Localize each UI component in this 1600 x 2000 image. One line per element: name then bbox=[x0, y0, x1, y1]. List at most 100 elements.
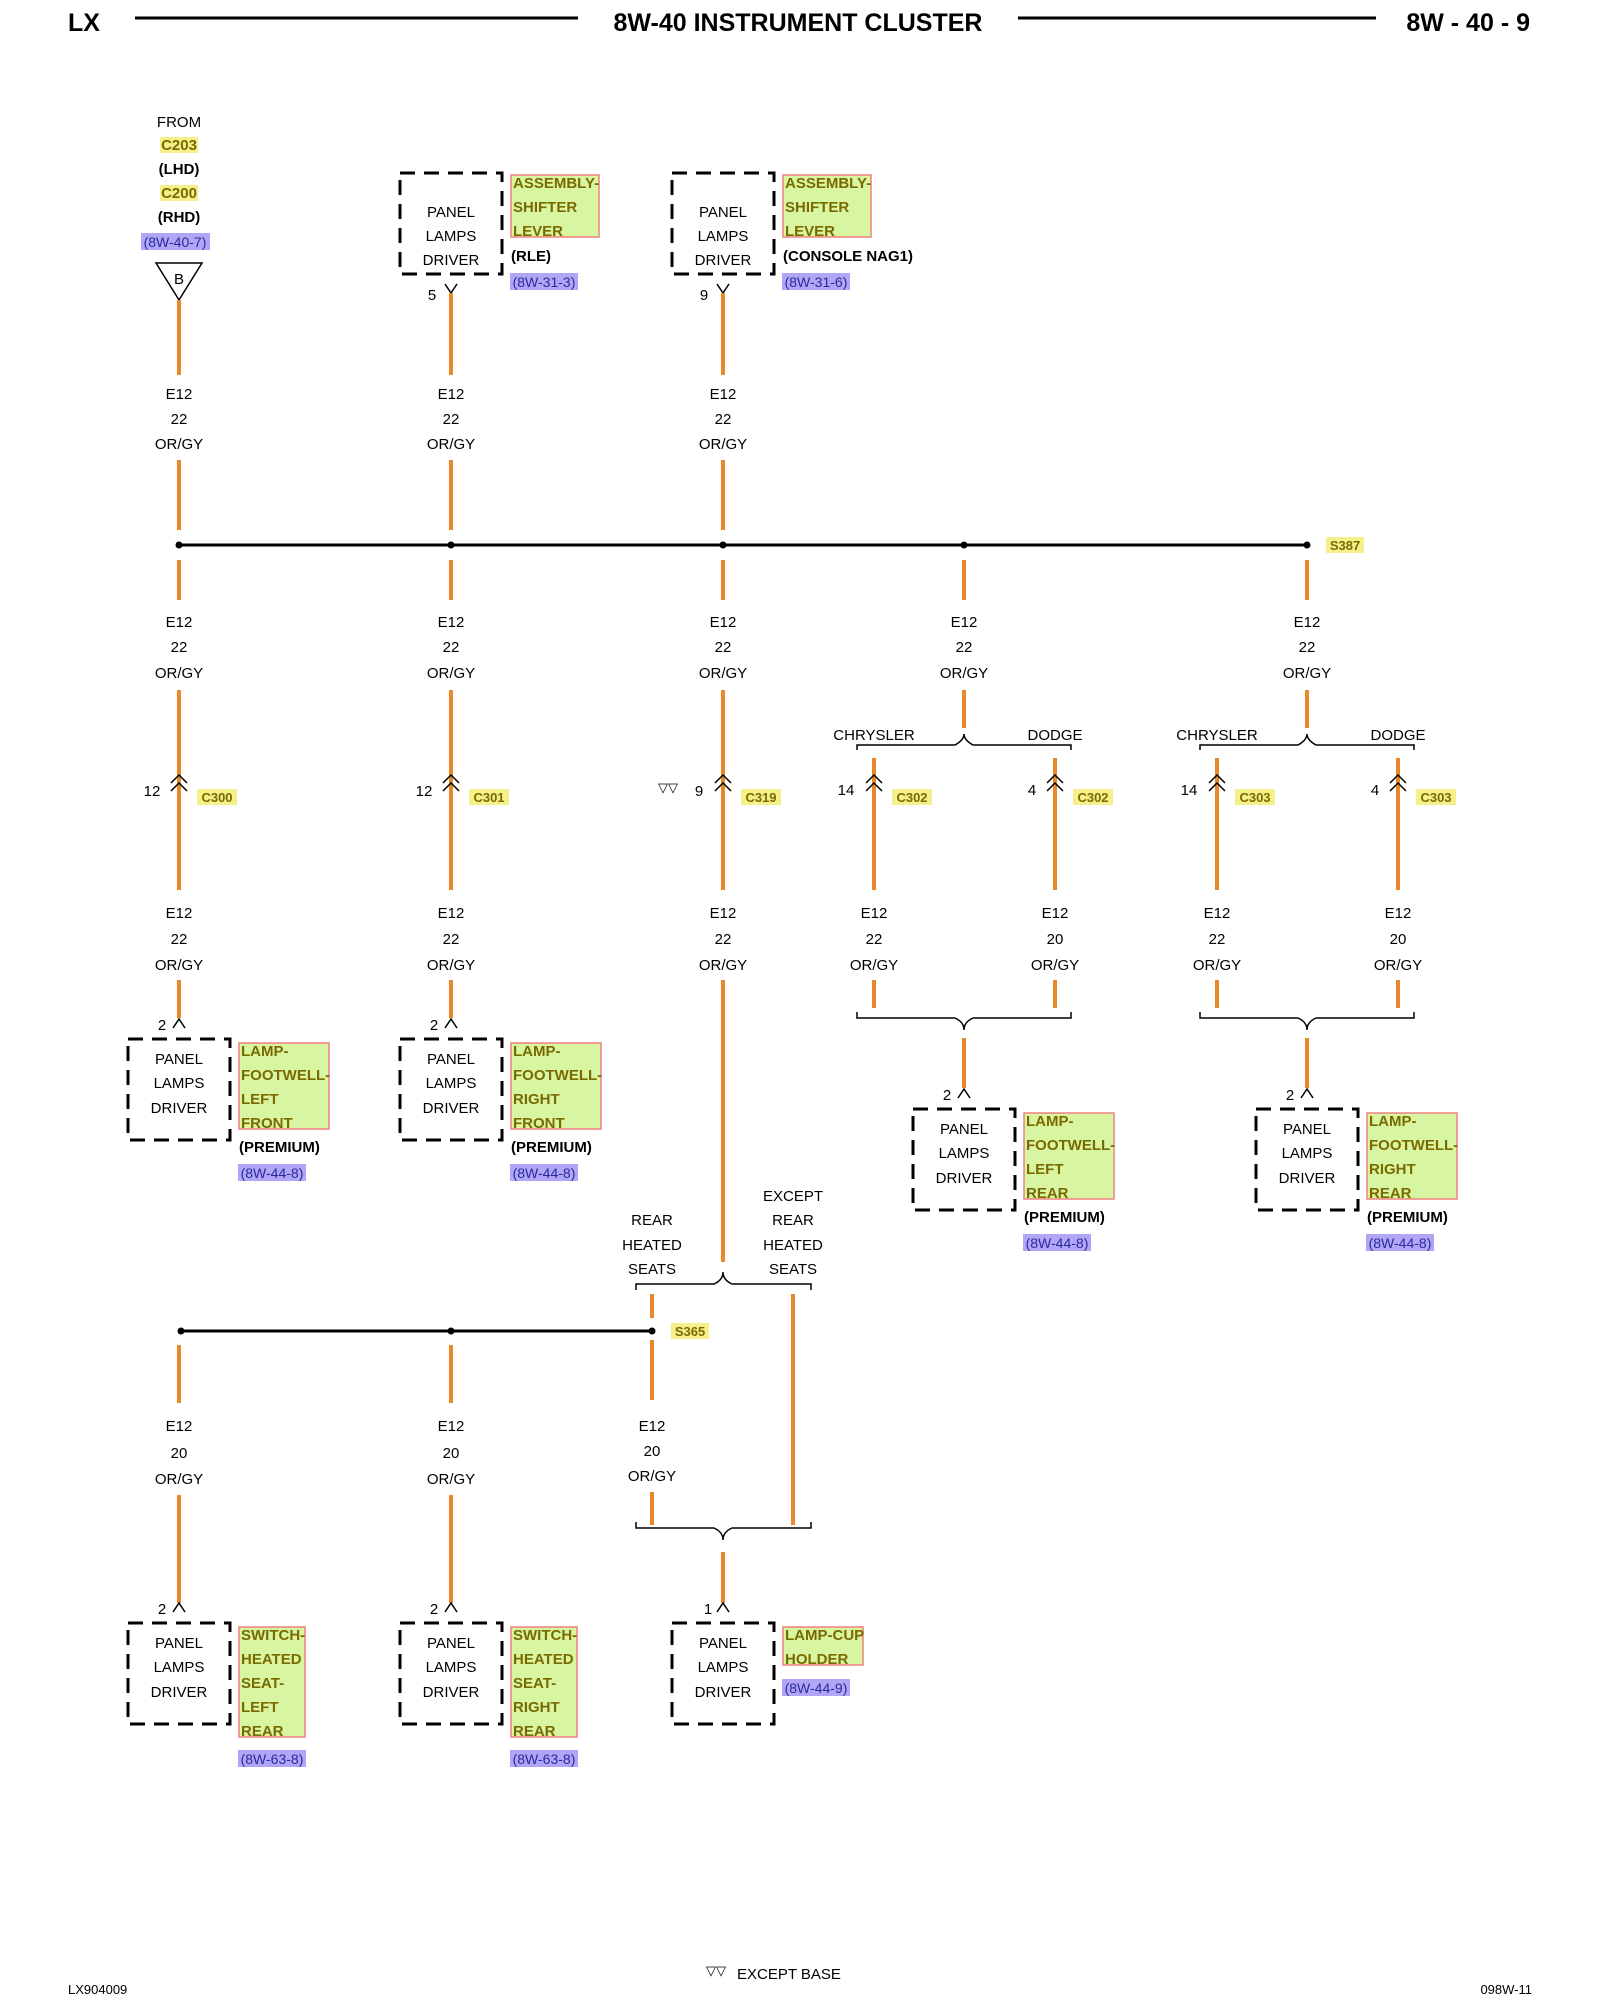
connector-c303-dodge: 4 C303 bbox=[1371, 773, 1456, 805]
wire-label-mid-4: E12 22 OR/GY bbox=[940, 614, 988, 682]
svg-text:PANEL: PANEL bbox=[427, 1051, 475, 1068]
svg-text:(8W-44-8): (8W-44-8) bbox=[513, 1165, 576, 1181]
variant-except-rear-heated-seats: EXCEPT REAR HEATED SEATS bbox=[763, 1188, 823, 1278]
svg-text:RIGHT: RIGHT bbox=[513, 1699, 560, 1716]
svg-text:LAMPS: LAMPS bbox=[426, 1659, 477, 1676]
svg-text:SEATS: SEATS bbox=[628, 1261, 676, 1278]
svg-text:(PREMIUM): (PREMIUM) bbox=[239, 1139, 320, 1156]
svg-text:OR/GY: OR/GY bbox=[1374, 957, 1422, 974]
splice-s387-label: S387 bbox=[1330, 538, 1360, 553]
svg-text:ASSEMBLY-: ASSEMBLY- bbox=[513, 175, 599, 192]
splice-node bbox=[719, 541, 727, 549]
svg-text:LEFT: LEFT bbox=[241, 1091, 279, 1108]
svg-text:SEAT-: SEAT- bbox=[241, 1675, 284, 1692]
svg-text:E12: E12 bbox=[438, 1418, 465, 1435]
svg-text:LAMP-: LAMP- bbox=[1369, 1113, 1417, 1130]
connector-c302-chrysler: 14 C302 bbox=[838, 773, 932, 805]
svg-text:(RLE): (RLE) bbox=[511, 248, 551, 265]
merge-bracket-lr bbox=[856, 1012, 1072, 1031]
panel-lamps-driver-lf: PANEL LAMPS DRIVER bbox=[126, 1037, 232, 1142]
svg-text:22: 22 bbox=[171, 411, 188, 428]
svg-text:PANEL: PANEL bbox=[427, 1635, 475, 1652]
connector-c303-chrysler: 14 C303 bbox=[1181, 773, 1275, 805]
wire-label-low-7: E12 20 OR/GY bbox=[1374, 905, 1422, 974]
footwell-lamp-lf-component: LAMP- FOOTWELL- LEFT FRONT (PREMIUM) (8W… bbox=[238, 1042, 330, 1181]
pin-chevron-lr bbox=[957, 1087, 971, 1099]
svg-text:SWITCH-: SWITCH- bbox=[513, 1627, 577, 1644]
svg-text:OR/GY: OR/GY bbox=[155, 665, 203, 682]
svg-text:FROM: FROM bbox=[157, 114, 201, 131]
svg-text:DRIVER: DRIVER bbox=[423, 252, 480, 269]
header-title: 8W-40 INSTRUMENT CLUSTER bbox=[614, 9, 983, 37]
svg-text:C303: C303 bbox=[1420, 790, 1451, 805]
pin-seat-rr: 2 bbox=[430, 1601, 438, 1618]
svg-text:OR/GY: OR/GY bbox=[699, 665, 747, 682]
panel-lamps-driver-cup-holder: PANEL LAMPS DRIVER bbox=[670, 1621, 776, 1726]
svg-text:FRONT: FRONT bbox=[241, 1115, 293, 1132]
svg-text:OR/GY: OR/GY bbox=[699, 436, 747, 453]
variant-rear-heated-seats: REAR HEATED SEATS bbox=[622, 1212, 682, 1278]
svg-text:OR/GY: OR/GY bbox=[850, 957, 898, 974]
splice-node bbox=[447, 541, 455, 549]
svg-text:B: B bbox=[174, 271, 184, 288]
wire-label-mid-1: E12 22 OR/GY bbox=[155, 614, 203, 682]
cup-holder-lamp-component: LAMP-CUP HOLDER (8W-44-9) bbox=[782, 1626, 864, 1696]
svg-text:22: 22 bbox=[715, 411, 732, 428]
svg-text:E12: E12 bbox=[166, 1418, 193, 1435]
svg-text:OR/GY: OR/GY bbox=[699, 957, 747, 974]
svg-text:LAMPS: LAMPS bbox=[698, 228, 749, 245]
footwell-lamp-lr-component: LAMP- FOOTWELL- LEFT REAR (PREMIUM) (8W-… bbox=[1023, 1112, 1115, 1251]
svg-text:REAR: REAR bbox=[1026, 1185, 1069, 1202]
svg-text:DRIVER: DRIVER bbox=[423, 1100, 480, 1117]
variant-chrysler: CHRYSLER bbox=[833, 727, 915, 744]
svg-text:LAMP-CUP: LAMP-CUP bbox=[785, 1627, 864, 1644]
svg-text:C303: C303 bbox=[1239, 790, 1270, 805]
svg-text:OR/GY: OR/GY bbox=[427, 1471, 475, 1488]
header-left: LX bbox=[68, 9, 100, 37]
svg-text:LAMP-: LAMP- bbox=[241, 1043, 289, 1060]
svg-text:C203: C203 bbox=[161, 137, 197, 154]
svg-text:PANEL: PANEL bbox=[940, 1121, 988, 1138]
shifter-lever-nag1-component: ASSEMBLY- SHIFTER LEVER (CONSOLE NAG1) (… bbox=[782, 174, 913, 290]
svg-text:HEATED: HEATED bbox=[763, 1237, 823, 1254]
svg-text:(LHD): (LHD) bbox=[159, 161, 200, 178]
wire-label-top-2: E12 22 OR/GY bbox=[427, 386, 475, 453]
svg-text:PANEL: PANEL bbox=[699, 204, 747, 221]
svg-text:OR/GY: OR/GY bbox=[427, 436, 475, 453]
svg-text:22: 22 bbox=[443, 931, 460, 948]
svg-text:FRONT: FRONT bbox=[513, 1115, 565, 1132]
pin-rr: 2 bbox=[1286, 1087, 1294, 1104]
svg-text:22: 22 bbox=[443, 639, 460, 656]
svg-text:LAMPS: LAMPS bbox=[426, 1075, 477, 1092]
svg-text:12: 12 bbox=[144, 783, 161, 800]
svg-text:PANEL: PANEL bbox=[155, 1635, 203, 1652]
svg-text:PANEL: PANEL bbox=[427, 204, 475, 221]
pin-lf: 2 bbox=[158, 1017, 166, 1034]
svg-text:SEAT-: SEAT- bbox=[513, 1675, 556, 1692]
svg-text:22: 22 bbox=[443, 411, 460, 428]
svg-text:(8W-31-3): (8W-31-3) bbox=[513, 274, 576, 290]
svg-text:22: 22 bbox=[1299, 639, 1316, 656]
svg-text:(PREMIUM): (PREMIUM) bbox=[1024, 1209, 1105, 1226]
svg-text:E12: E12 bbox=[861, 905, 888, 922]
wire-label-top-1: E12 22 OR/GY bbox=[155, 386, 203, 453]
svg-text:SWITCH-: SWITCH- bbox=[241, 1627, 305, 1644]
svg-text:DRIVER: DRIVER bbox=[1279, 1170, 1336, 1187]
footwell-lamp-rr-component: LAMP- FOOTWELL- RIGHT REAR (PREMIUM) (8W… bbox=[1366, 1112, 1458, 1251]
svg-text:22: 22 bbox=[715, 639, 732, 656]
svg-text:C319: C319 bbox=[745, 790, 776, 805]
svg-text:E12: E12 bbox=[710, 614, 737, 631]
wire-label-bottom-1: E12 20 OR/GY bbox=[155, 1418, 203, 1488]
svg-text:OR/GY: OR/GY bbox=[155, 1471, 203, 1488]
variant-bracket-c302 bbox=[856, 733, 1072, 750]
svg-text:REAR: REAR bbox=[513, 1723, 556, 1740]
svg-text:(8W-44-8): (8W-44-8) bbox=[1369, 1235, 1432, 1251]
source-connector: FROM C203 (LHD) C200 (RHD) (8W-40-7) B bbox=[141, 114, 210, 302]
variant-bracket-heated-seats bbox=[635, 1271, 812, 1290]
heated-seat-switch-lr-component: SWITCH- HEATED SEAT- LEFT REAR (8W-63-8) bbox=[238, 1626, 306, 1767]
footwell-lamp-rf-component: LAMP- FOOTWELL- RIGHT FRONT (PREMIUM) (8… bbox=[510, 1042, 602, 1181]
svg-text:HEATED: HEATED bbox=[241, 1651, 302, 1668]
svg-text:C301: C301 bbox=[473, 790, 504, 805]
svg-text:LAMPS: LAMPS bbox=[939, 1145, 990, 1162]
